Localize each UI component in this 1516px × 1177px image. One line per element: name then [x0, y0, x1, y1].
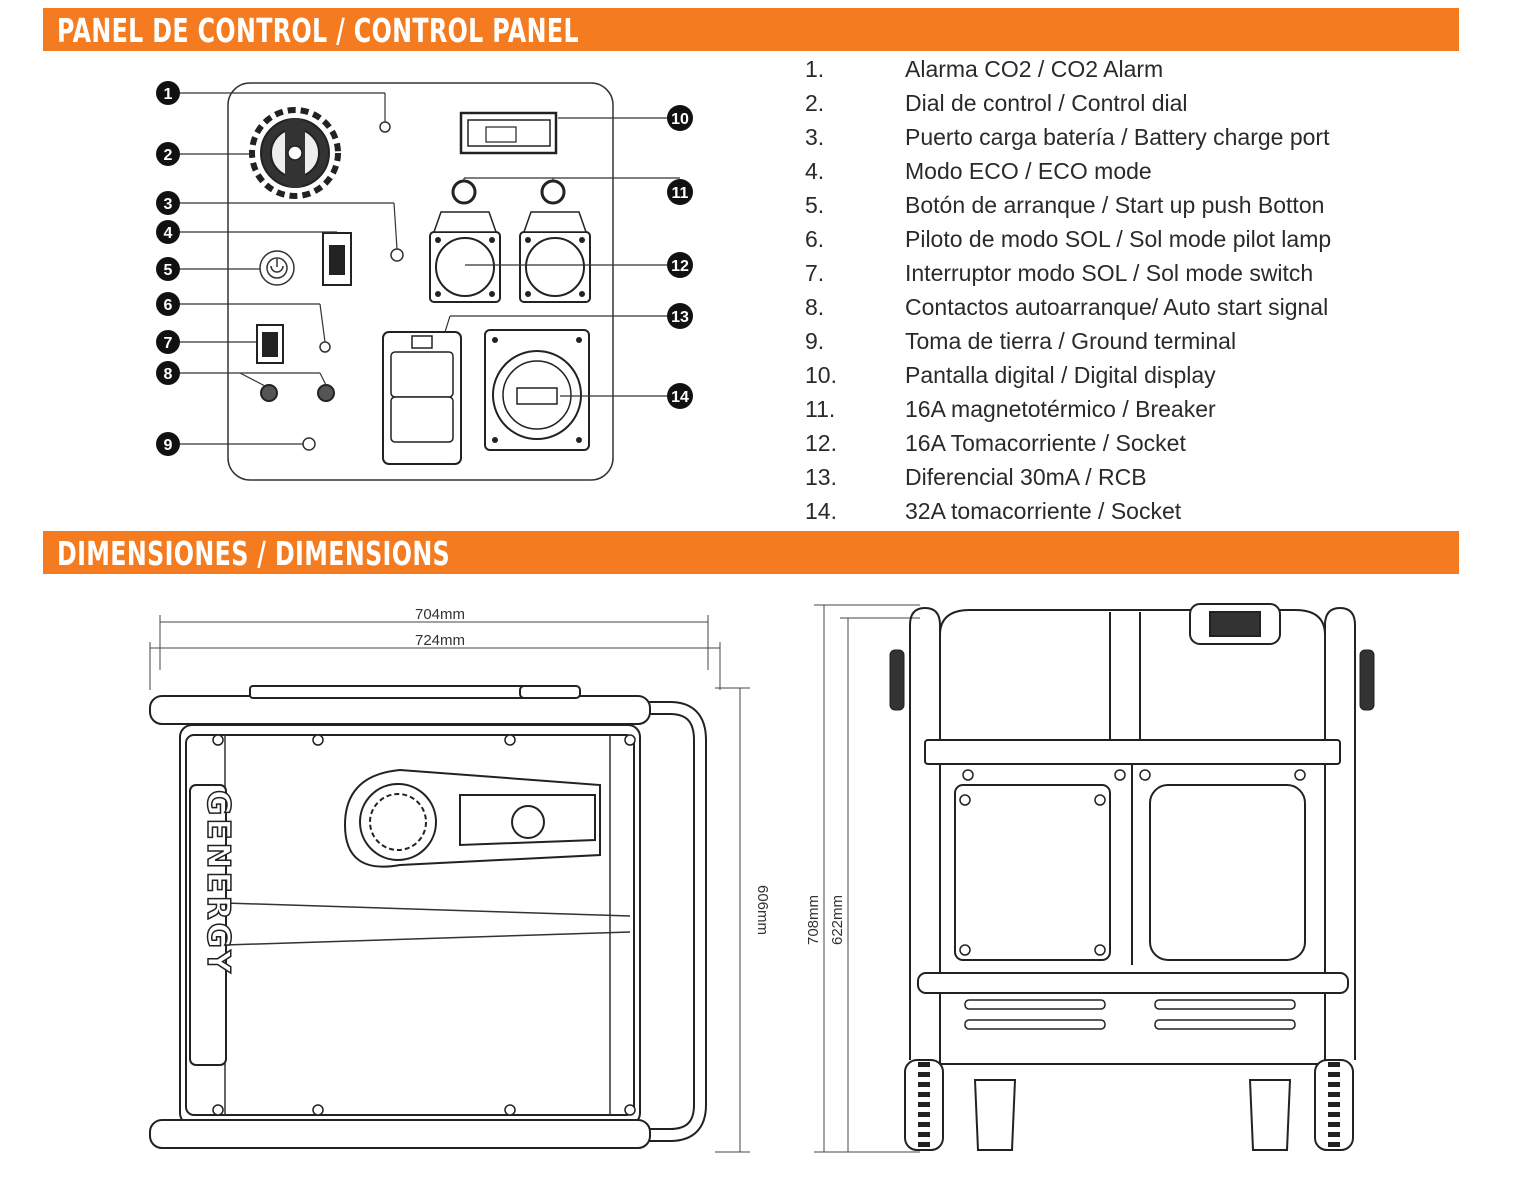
- genergy-logo: GENERGY: [189, 784, 237, 1066]
- battery-charge-port: [390, 248, 404, 262]
- front-view-drawing: 622mm 708mm: [805, 603, 1375, 1153]
- dim-622: 622mm: [829, 895, 846, 945]
- svg-text:GENERGY: GENERGY: [200, 790, 236, 976]
- callout-13: 13: [667, 303, 693, 329]
- tank-top: [939, 603, 1326, 741]
- callout-6: 6: [156, 292, 180, 316]
- dim-724: 724mm: [415, 632, 465, 649]
- svg-text:2: 2: [164, 147, 173, 164]
- callout-10: 10: [667, 105, 693, 131]
- callout-1: 1: [156, 81, 180, 105]
- callout-3: 3: [156, 191, 180, 215]
- svg-text:5: 5: [164, 262, 173, 279]
- callout-4: 4: [156, 220, 180, 244]
- svg-text:14: 14: [671, 389, 689, 406]
- svg-text:11: 11: [672, 185, 689, 202]
- sol-pilot-lamp: [319, 341, 331, 353]
- dim-708: 708mm: [805, 895, 822, 945]
- wheel: [1314, 1059, 1354, 1151]
- socket-32a: [484, 329, 590, 451]
- co2-alarm-lamp: [379, 121, 391, 133]
- callout-5: 5: [156, 257, 180, 281]
- dim-606: 606mm: [754, 885, 771, 935]
- svg-text:8: 8: [164, 366, 173, 383]
- socket-16a: [429, 211, 501, 303]
- svg-text:7: 7: [164, 335, 173, 352]
- svg-text:12: 12: [671, 258, 689, 275]
- rcb-30ma: [382, 331, 462, 465]
- svg-text:6: 6: [164, 297, 173, 314]
- section-banner-dimensions: DIMENSIONES / DIMENSIONS: [43, 531, 1459, 574]
- section-banner-control-panel: PANEL DE CONTROL / CONTROL PANEL: [43, 8, 1459, 51]
- breaker-16a: [540, 179, 566, 205]
- start-button: [259, 250, 295, 286]
- auto-start-contact: [260, 384, 278, 402]
- wheel: [904, 1059, 944, 1151]
- callout-2: 2: [156, 142, 180, 166]
- top-view-drawing: 704mm 724mm 606mm GENERGY: [149, 606, 771, 1153]
- svg-text:13: 13: [671, 309, 689, 326]
- svg-text:3: 3: [164, 196, 173, 213]
- svg-text:10: 10: [671, 111, 689, 128]
- control-panel-diagram: 1 2 3 4 5 6 7 8 9 10 11 12 13 14: [156, 81, 693, 481]
- section-title: PANEL DE CONTROL / CONTROL PANEL: [57, 11, 579, 50]
- svg-text:9: 9: [164, 437, 173, 454]
- eco-mode-switch: [322, 232, 352, 286]
- callout-7: 7: [156, 330, 180, 354]
- fuel-tank: [343, 768, 601, 868]
- section-title: DIMENSIONES / DIMENSIONS: [57, 534, 451, 573]
- callout-14: 14: [667, 383, 693, 409]
- svg-text:4: 4: [164, 225, 173, 242]
- auto-start-contact: [317, 384, 335, 402]
- callout-8: 8: [156, 361, 180, 385]
- svg-text:1: 1: [164, 86, 173, 103]
- digital-display: [459, 111, 558, 155]
- ground-terminal: [302, 437, 316, 451]
- dim-704: 704mm: [415, 606, 465, 623]
- socket-16a: [519, 211, 591, 303]
- breaker-16a: [451, 179, 477, 205]
- callout-9: 9: [156, 432, 180, 456]
- control-dial: [249, 107, 341, 199]
- callout-12: 12: [667, 252, 693, 278]
- sol-mode-switch: [256, 324, 284, 364]
- callout-11: 11: [667, 179, 693, 205]
